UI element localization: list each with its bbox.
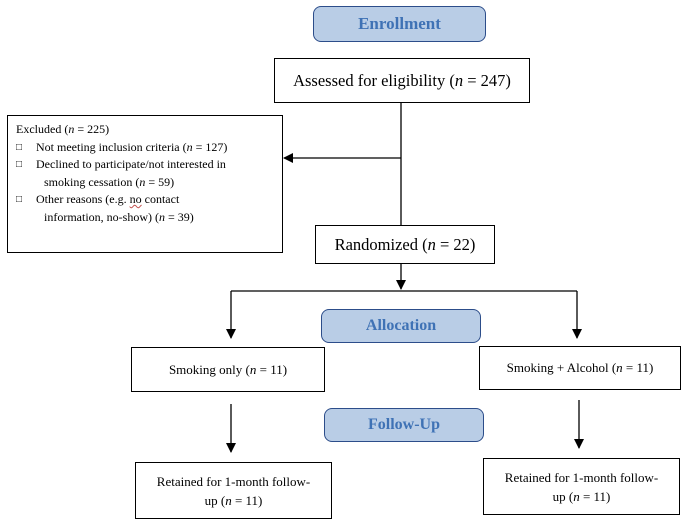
stage-followup-label: Follow-Up	[368, 416, 440, 433]
stage-followup: Follow-Up	[324, 408, 484, 442]
retained-right-text: Retained for 1-month follow- up (n = 11)	[504, 469, 659, 504]
stage-allocation-label: Allocation	[365, 317, 437, 334]
box-assessed-eligibility: Assessed for eligibility (n = 247)	[274, 58, 530, 103]
box-randomized: Randomized (n = 22)	[315, 225, 495, 264]
arm-left-text: Smoking only (n = 11)	[168, 361, 288, 377]
box-smoking-only: Smoking only (n = 11)	[131, 347, 325, 392]
checkbox-bullet-icon: □	[16, 194, 23, 205]
excluded-reason-inclusion: □ Not meeting inclusion criteria (n = 12…	[16, 139, 276, 157]
retained-left-text: Retained for 1-month follow- up (n = 11)	[156, 473, 311, 508]
stage-enrollment: Enrollment	[313, 6, 486, 42]
stage-allocation: Allocation	[321, 309, 481, 343]
stage-enrollment-label: Enrollment	[358, 14, 441, 33]
excluded-reason-other-cont: information, no-show) (n = 39)	[44, 209, 194, 224]
checkbox-bullet-icon: □	[16, 141, 23, 153]
excluded-reason-other: □ Other reasons (e.g. no contact	[16, 191, 276, 209]
box-retained-right: Retained for 1-month follow- up (n = 11)	[483, 458, 680, 515]
box-excluded: Excluded (n = 225) □ Not meeting inclusi…	[7, 115, 283, 253]
checkbox-bullet-icon: □	[16, 159, 23, 170]
box-retained-left: Retained for 1-month follow- up (n = 11)	[135, 462, 332, 519]
arm-right-text: Smoking + Alcohol (n = 11)	[506, 360, 654, 375]
randomized-text: Randomized (n = 22)	[334, 234, 476, 254]
excluded-title: Excluded (n = 225)	[16, 122, 110, 136]
box-smoking-alcohol: Smoking + Alcohol (n = 11)	[479, 346, 681, 390]
excluded-reason-declined-cont: smoking cessation (n = 59)	[44, 174, 175, 189]
assessed-text: Assessed for eligibility (n = 247)	[293, 70, 511, 90]
excluded-reason-declined: □ Declined to participate/not interested…	[16, 156, 276, 174]
